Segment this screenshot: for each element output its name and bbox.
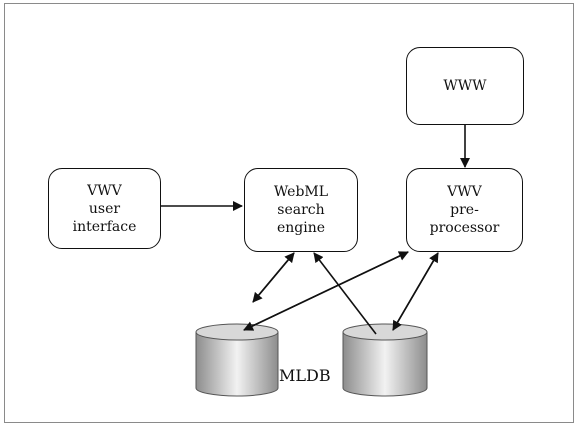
- node-preproc-line-3: processor: [429, 220, 500, 236]
- node-preprocessor: VWV pre- processor: [406, 168, 523, 252]
- arrow-db1-preproc-b: [243, 251, 409, 331]
- node-search-line-2: search: [277, 202, 325, 218]
- node-ui-line-3: interface: [72, 218, 137, 235]
- node-search-line-3: engine: [276, 220, 326, 236]
- node-preproc-line-2: pre-: [450, 202, 479, 218]
- database-label: MLDB: [279, 366, 331, 385]
- node-www: WWW: [406, 47, 524, 125]
- node-search-line-1: WebML: [273, 184, 329, 200]
- node-ui-line-1: VWV: [87, 182, 122, 199]
- node-search-engine: WebML search engine: [244, 168, 358, 252]
- node-preproc-line-1: VWV: [447, 184, 482, 200]
- arrow-db2-preproc-b: [392, 252, 439, 331]
- node-www-line-1: WWW: [443, 78, 487, 94]
- arrow-db2-to-search: [313, 252, 377, 335]
- node-user-interface: VWV user interface: [48, 168, 161, 249]
- arrow-db1-search-b: [252, 252, 295, 303]
- database-cylinder-1: [195, 323, 279, 397]
- node-ui-line-2: user: [88, 200, 121, 217]
- database-cylinder-2: [342, 323, 428, 397]
